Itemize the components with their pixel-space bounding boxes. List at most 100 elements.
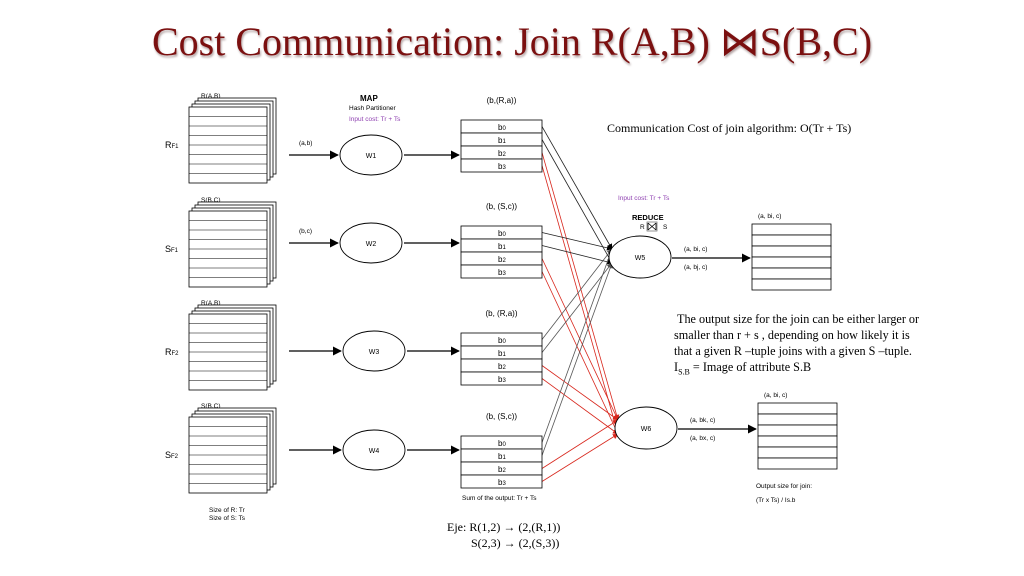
partition-header: (b, (S,c)) <box>486 412 517 421</box>
edges-layer <box>289 126 757 482</box>
file-schema-label: S(B,C) <box>201 403 221 410</box>
output-table-row <box>757 424 838 437</box>
partition-bucket-label: b1 <box>498 349 506 358</box>
partition-row <box>460 371 543 386</box>
output-table-row <box>751 278 832 291</box>
shuffle-arrow <box>541 232 613 251</box>
example-line-2: S(2,3) → (2,(S,3)) <box>471 536 560 550</box>
shuffle-arrow <box>541 126 613 250</box>
mapper-node <box>342 429 406 471</box>
map-title: MAP <box>360 94 378 103</box>
output-table-row <box>751 267 832 280</box>
reducer-output-tuple: (a, bx, c) <box>690 435 715 442</box>
reduce-join-s: S <box>663 224 668 231</box>
partition-bucket-label: b3 <box>498 268 506 277</box>
partition-row <box>460 264 543 279</box>
map-input-cost: Input cost: Tr + Ts <box>349 116 401 123</box>
output-table-header: (a, bi, c) <box>758 213 781 220</box>
reduce-join-r: R <box>640 224 645 231</box>
output-table-row <box>751 223 832 236</box>
example-text: Eje: R(1,2) → (2,(R,1)) S(2,3) → (2,(S,3… <box>447 519 560 551</box>
file-name-label: RF1 <box>165 140 179 150</box>
partition-header: (b,(R,a)) <box>487 96 517 105</box>
shuffle-arrow-red <box>541 152 620 421</box>
reduce-input-cost: Input cost: Tr + Ts <box>618 195 670 202</box>
shuffle-arrow-red <box>541 419 619 469</box>
file-name-label: SF2 <box>165 450 179 460</box>
partition-bucket-label: b0 <box>498 336 506 345</box>
map-subtitle: Hash Partitioner <box>349 105 396 112</box>
reducer-output-tuple: (a, bk, c) <box>690 417 715 424</box>
shuffle-arrow-red <box>541 165 620 435</box>
reduce-title: REDUCE <box>632 213 664 222</box>
reducer-name: W6 <box>641 426 652 433</box>
output-size-description: The output size for the join can be eith… <box>674 311 919 380</box>
partition-header: (b, (S,c)) <box>486 202 517 211</box>
partition-bucket-label: b0 <box>498 123 506 132</box>
example-line-1: Eje: R(1,2) → (2,(R,1)) <box>447 520 561 534</box>
description-line-4: IS.B = Image of attribute S.B <box>674 359 919 380</box>
shuffle-arrow-red <box>541 378 619 435</box>
reducer-output-tuple: (a, bj, c) <box>684 264 707 271</box>
shuffle-arrow <box>541 139 613 264</box>
partition-bucket-label: b2 <box>498 465 506 474</box>
mapper-node <box>342 330 406 372</box>
image-definition: = Image of attribute S.B <box>689 360 812 374</box>
output-table-row <box>751 256 832 269</box>
partition-bucket-label: b2 <box>498 255 506 264</box>
shuffle-arrow <box>541 262 613 456</box>
tuple-edge-label: (a,b) <box>299 140 312 147</box>
description-line-2: smaller than r + s , depending on how li… <box>674 328 910 342</box>
output-size-formula: (Tr x Ts) / Is.b <box>756 497 796 504</box>
partition-bucket-label: b0 <box>498 229 506 238</box>
partition-row <box>460 474 543 489</box>
file-schema-label: R(A,B) <box>201 93 221 100</box>
description-line-3: that a given R –tuple joins with a given… <box>674 344 912 358</box>
mapper-node <box>339 134 403 176</box>
output-table-header: (a, bi, c) <box>764 392 787 399</box>
output-table-row <box>757 446 838 459</box>
partition-bucket-label: b3 <box>498 478 506 487</box>
file-name-label: RF2 <box>165 347 179 357</box>
partition-bucket-label: b2 <box>498 149 506 158</box>
description-line-1: The output size for the join can be eith… <box>677 312 920 326</box>
output-table-row <box>757 413 838 426</box>
output-table-row <box>757 457 838 470</box>
output-table-row <box>751 245 832 258</box>
image-symbol: I <box>674 360 679 374</box>
nodes-layer: R(A,B)RF1(a,b)W1S(B,C)SF1(b,c)W2R(A,B)RF… <box>165 93 838 494</box>
partition-row <box>460 158 543 173</box>
output-table-row <box>751 234 832 247</box>
partition-bucket-label: b0 <box>498 439 506 448</box>
partition-bucket-label: b3 <box>498 162 506 171</box>
reducer-output-tuple: (a, bi, c) <box>684 246 707 253</box>
reducer-name: W5 <box>635 255 646 262</box>
mapper-name: W2 <box>366 241 377 248</box>
file-schema-label: R(A,B) <box>201 300 221 307</box>
mapper-name: W4 <box>369 448 380 455</box>
shuffle-arrow-red <box>541 365 619 421</box>
output-table-row <box>757 435 838 448</box>
file-name-label: SF1 <box>165 244 179 254</box>
size-r-label: Size of R: Tr <box>209 507 246 514</box>
shuffle-arrow <box>541 245 613 265</box>
file-schema-label: S(B,C) <box>201 197 221 204</box>
partition-bucket-label: b1 <box>498 136 506 145</box>
shuffle-arrow <box>541 262 613 353</box>
shuffle-arrow <box>541 248 613 340</box>
communication-cost-text: Communication Cost of join algorithm: O(… <box>607 121 852 135</box>
partition-bucket-label: b3 <box>498 375 506 384</box>
size-s-label: Size of S: Ts <box>209 515 246 522</box>
shuffle-arrow-red <box>541 271 619 435</box>
shuffle-arrow-red <box>541 433 619 482</box>
image-symbol-subscript: S.B <box>678 367 690 377</box>
shuffle-arrow <box>541 248 613 443</box>
partition-bucket-label: b2 <box>498 362 506 371</box>
partition-bucket-label: b1 <box>498 452 506 461</box>
tuple-edge-label: (b,c) <box>299 228 312 235</box>
output-size-label: Output size for join: <box>756 483 812 490</box>
slide-title: Cost Communication: Join R(A,B) ⋈S(B,C) <box>151 19 873 64</box>
output-table-row <box>757 402 838 415</box>
mapper-node <box>339 222 403 264</box>
